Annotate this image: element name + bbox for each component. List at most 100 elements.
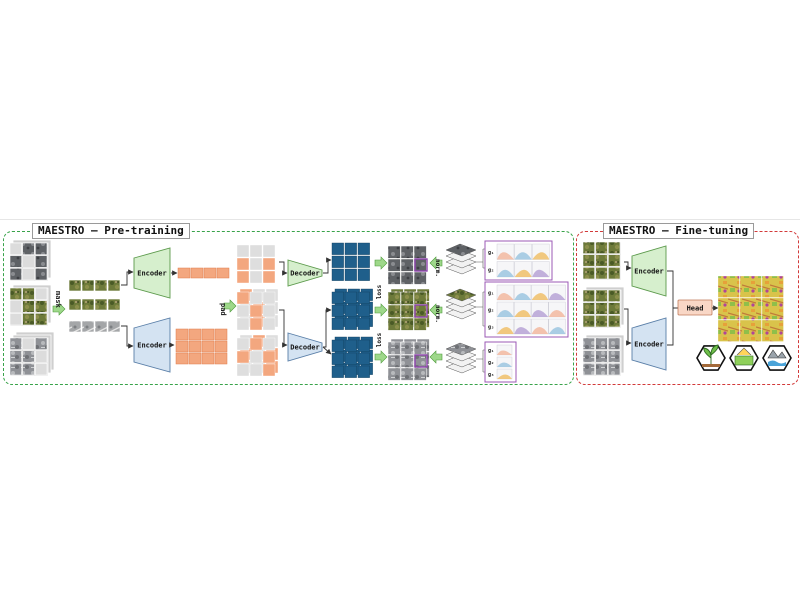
token (68, 320, 82, 333)
decoder-token (331, 317, 344, 330)
histogram-curve (531, 310, 549, 317)
image-tile (608, 337, 621, 350)
histogram-curve (532, 252, 550, 260)
head-block (677, 299, 713, 316)
image-tile (35, 313, 48, 326)
token (94, 279, 108, 292)
decoder-token (331, 291, 344, 304)
image-tile (582, 337, 595, 350)
pad-token (249, 244, 263, 258)
image-tile (582, 350, 595, 363)
reconstruction-grid-bottom (331, 336, 373, 378)
image-tile (22, 363, 35, 376)
connector-decoder-out-bottom (322, 346, 332, 355)
token (203, 267, 217, 279)
map-tile (761, 275, 784, 298)
crop-plant-icon (696, 344, 726, 371)
decoder-token (331, 365, 344, 378)
connector-encoder-bottom (121, 325, 134, 349)
padded-grid-mid (236, 288, 279, 331)
ft-encoder-bottom-label: Encoder (634, 341, 664, 349)
loss-label-mid: loss (376, 284, 383, 299)
image-tile (582, 254, 595, 267)
norm-arrow-top (429, 256, 443, 270)
token (188, 328, 202, 341)
pad-token (236, 270, 250, 284)
decoder-token (344, 255, 357, 268)
map-tile (717, 319, 740, 342)
histogram-bracket (476, 291, 486, 327)
group-label: g₁ (488, 348, 494, 354)
image-tile (595, 315, 608, 328)
image-tile (595, 363, 608, 376)
pad-token (236, 291, 250, 305)
image-tile (35, 255, 48, 268)
encoder-top-shape (133, 247, 171, 299)
image-tile (608, 350, 621, 363)
sensor-layer (445, 342, 477, 356)
target-tile (387, 245, 401, 259)
image-tile (595, 337, 608, 350)
connector-decoder-top (279, 261, 288, 276)
pad-token (249, 270, 263, 284)
target-tile (400, 354, 414, 368)
highlight-box (414, 354, 428, 368)
target-tile (413, 317, 427, 331)
group-label: g₃ (488, 372, 494, 378)
image-tile (9, 313, 22, 326)
pad-token (249, 291, 263, 305)
token (107, 320, 121, 333)
target-tile (413, 291, 427, 305)
sensor-layer (445, 288, 477, 302)
token (68, 298, 82, 311)
ft-encoder-top-shape (631, 245, 667, 297)
pretraining-panel (3, 231, 574, 385)
connector-decoder-out-mid (323, 307, 332, 348)
histogram-curve (532, 269, 550, 277)
pad-token (249, 363, 263, 377)
loss-label-bottom: loss (376, 332, 383, 347)
token (201, 352, 215, 365)
target-tile (413, 245, 427, 259)
image-tile (9, 255, 22, 268)
image-tile (582, 267, 595, 280)
image-tile (582, 315, 595, 328)
image-tile (595, 350, 608, 363)
target-stack-bottom (387, 338, 430, 381)
pad-token (249, 257, 263, 271)
latent-token-block (175, 328, 228, 365)
pad-token (236, 244, 250, 258)
pad-token (262, 317, 276, 331)
target-tile (387, 354, 401, 368)
mask-label: mask (54, 291, 62, 309)
input-stack-top-tiles (9, 242, 48, 281)
image-tile (595, 267, 608, 280)
ft-connector-bottom (624, 308, 632, 346)
image-tile (22, 350, 35, 363)
map-tile (739, 319, 762, 342)
pad-token (236, 317, 250, 331)
image-tile (582, 241, 595, 254)
histogram-curve (531, 293, 549, 300)
map-tile (761, 297, 784, 320)
histogram-curve (548, 327, 566, 334)
token (107, 298, 121, 311)
target-stack-top (387, 245, 428, 285)
token (81, 279, 95, 292)
target-tile (400, 291, 414, 305)
image-tile (582, 302, 595, 315)
connector-encoder-top (121, 269, 134, 286)
image-tile (22, 255, 35, 268)
decoder-token (357, 242, 370, 255)
image-tile (22, 313, 35, 326)
image-tile (35, 300, 48, 313)
histogram-curve (497, 252, 514, 260)
image-tile (595, 254, 608, 267)
decoder-top-label: Decoder (290, 270, 320, 278)
target-tile (413, 354, 427, 368)
map-tile (717, 275, 740, 298)
image-tile (22, 268, 35, 281)
histogram-curve (514, 310, 531, 317)
image-tile (608, 267, 621, 280)
water-glyph (768, 360, 786, 366)
